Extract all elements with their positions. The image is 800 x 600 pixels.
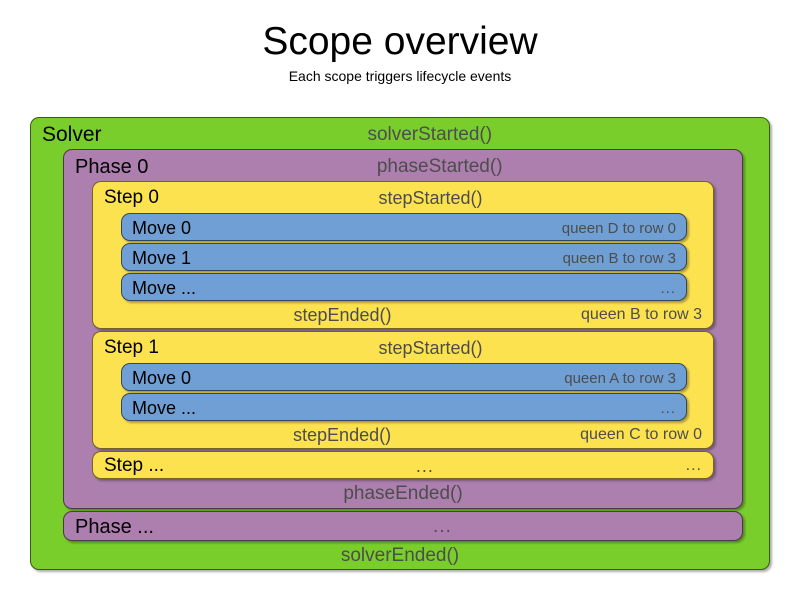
solver-started-row: Solver solverStarted() [31, 120, 769, 150]
phase-0-label: Phase 0 [75, 155, 149, 178]
step-more-right: ... [685, 457, 702, 474]
phase-more-row: Phase ... ... [64, 512, 742, 542]
solver-ended-event: solverEnded() [340, 545, 460, 566]
step-0-move-0-scope[interactable]: Move 0 queen D to row 0 [121, 213, 687, 241]
step-1-scope[interactable]: Step 1 stepStarted() Move 0 queen A to r… [92, 331, 714, 449]
step-0-move-0-detail: queen D to row 0 [561, 219, 676, 237]
solver-started-event: solverStarted() [367, 124, 493, 145]
page-title: Scope overview [262, 20, 538, 63]
step-0-label: Step 0 [104, 187, 159, 208]
step-1-move-more-row: Move ... ... [122, 394, 686, 422]
step-0-ended-row: stepEnded() queen B to row 3 [93, 300, 713, 330]
step-0-started-event: stepStarted() [378, 187, 483, 208]
step-0-move-0-row: Move 0 queen D to row 0 [122, 214, 686, 242]
step-more-scope[interactable]: Step ... ... ... [92, 451, 714, 479]
step-0-move-1-label: Move 1 [132, 247, 192, 268]
page-subtitle: Each scope triggers lifecycle events [288, 67, 512, 84]
title-block: Scope overview Each scope triggers lifec… [0, 0, 800, 84]
step-0-move-0-label: Move 0 [132, 217, 192, 238]
step-more-label: Step ... [104, 455, 165, 476]
step-0-move-1-scope[interactable]: Move 1 queen B to row 3 [121, 243, 687, 271]
step-0-started-row: Step 0 stepStarted() [93, 183, 713, 213]
step-more-center: ... [415, 455, 434, 476]
step-1-ended-row: stepEnded() queen C to row 0 [93, 420, 713, 450]
phase-0-ended-row: phaseEnded() [64, 479, 742, 509]
step-0-ended-event: stepEnded() [293, 304, 392, 325]
step-1-move-0-row: Move 0 queen A to row 3 [122, 364, 686, 392]
phase-more-scope[interactable]: Phase ... ... [63, 511, 743, 541]
step-1-started-row: Step 1 stepStarted() [93, 333, 713, 363]
step-1-ended-detail: queen C to row 0 [580, 426, 702, 443]
step-0-move-more-detail: ... [660, 279, 676, 297]
step-1-started-event: stepStarted() [378, 337, 483, 358]
phase-0-started-row: Phase 0 phaseStarted() [64, 152, 742, 182]
step-1-move-more-scope[interactable]: Move ... ... [121, 393, 687, 421]
phase-0-ended-event: phaseEnded() [343, 483, 463, 504]
step-1-label: Step 1 [104, 337, 159, 358]
step-1-move-0-detail: queen A to row 3 [564, 369, 676, 387]
phase-more-center: ... [433, 516, 452, 537]
phase-0-started-event: phaseStarted() [376, 156, 503, 177]
phase-0-scope[interactable]: Phase 0 phaseStarted() Step 0 stepStarte… [63, 149, 743, 509]
step-1-move-more-detail: ... [660, 399, 676, 417]
step-1-move-0-scope[interactable]: Move 0 queen A to row 3 [121, 363, 687, 391]
solver-scope[interactable]: Solver solverStarted() Phase 0 phaseStar… [30, 117, 770, 570]
step-0-move-more-label: Move ... [132, 277, 197, 298]
step-0-move-1-row: Move 1 queen B to row 3 [122, 244, 686, 272]
step-0-move-more-row: Move ... ... [122, 274, 686, 302]
step-0-ended-detail: queen B to row 3 [581, 306, 702, 323]
phase-more-label: Phase ... [75, 515, 154, 538]
step-1-move-more-label: Move ... [132, 397, 197, 418]
step-0-move-more-scope[interactable]: Move ... ... [121, 273, 687, 301]
step-more-row: Step ... ... ... [93, 452, 713, 480]
solver-ended-row: solverEnded() [31, 541, 769, 571]
step-0-move-1-detail: queen B to row 3 [562, 249, 676, 267]
solver-label: Solver [42, 123, 102, 146]
step-0-scope[interactable]: Step 0 stepStarted() Move 0 queen D to r… [92, 181, 714, 329]
step-1-ended-event: stepEnded() [293, 424, 392, 445]
step-1-move-0-label: Move 0 [132, 367, 192, 388]
